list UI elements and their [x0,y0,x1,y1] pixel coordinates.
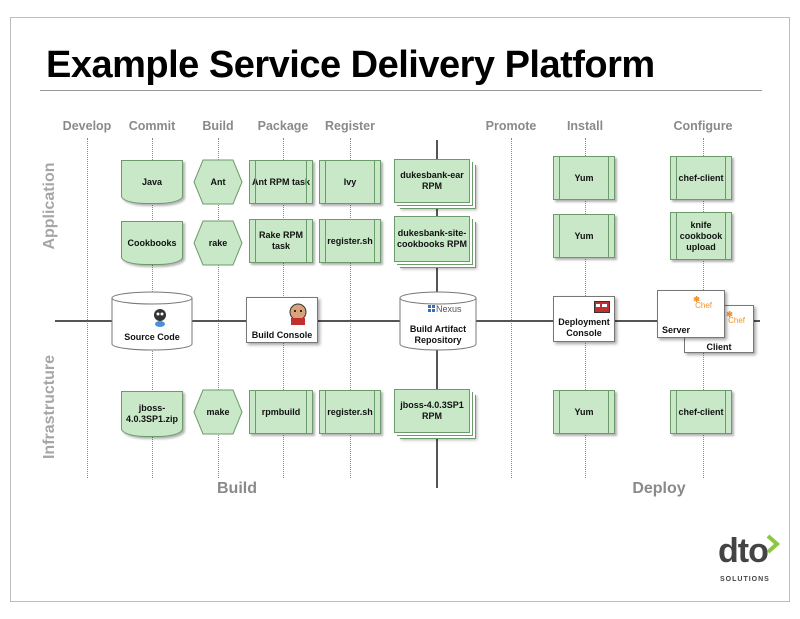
col-label-promote: Promote [485,119,537,133]
ant-node: Ant [193,159,243,205]
hex-shape [193,389,243,435]
build-console-label: Build Console [251,330,313,340]
rake-node: rake [193,220,243,266]
jboss-zip-node: jboss-4.0.3SP1.zip [121,391,183,437]
make-node: make [193,389,243,435]
artifact-repository: Nexus Build Artifact Repository [398,290,478,352]
hex-shape [193,159,243,205]
chef-icon-2: ✱ [726,310,733,319]
cylinder-shape [111,291,193,351]
column-divider [350,138,351,478]
yum-node-1: Yum [553,156,615,200]
github-octocat-icon [154,309,166,321]
chef-label-1: Chef [695,301,712,310]
chevron-right-icon [766,534,780,554]
chef-server-box: Chef ✱ Server [657,290,725,338]
nexus-label: Nexus [436,304,462,314]
cylinder-shape [399,291,477,351]
column-divider [87,138,88,478]
dukesbank-cookbooks-node: dukesbank-site-cookbooks RPM [394,216,470,262]
artifact-repository-label: Build Artifact Repository [409,324,467,345]
dukesbank-ear-node: dukesbank-ear RPM [394,159,470,203]
col-label-register: Register [324,119,376,133]
rake-label: rake [208,238,228,248]
row-label-infrastructure: Infrastructure [41,354,58,460]
register-node-2: register.sh [319,390,381,434]
hex-shape [193,220,243,266]
jenkins-icon [289,303,307,325]
ant-label: Ant [210,177,226,187]
col-label-build: Build [202,119,234,133]
client-label: Client [706,342,732,352]
col-label-package: Package [257,119,309,133]
build-console-node: Build Console [246,297,318,343]
chef-client-node-1: chef-client [670,156,732,200]
title-divider [40,90,762,91]
col-label-install: Install [566,119,604,133]
section-label-build: Build [217,480,257,497]
col-label-configure: Configure [673,119,733,133]
yum-node-3: Yum [553,390,615,434]
deployment-console-label: Deployment Console [558,317,610,338]
register-node-1: register.sh [319,219,381,263]
source-code-label: Source Code [124,332,180,342]
yum-node-2: Yum [553,214,615,258]
section-label-deploy: Deploy [632,480,686,497]
cookbooks-node: Cookbooks [121,221,183,265]
column-divider [511,138,512,478]
jboss-rpm-node: jboss-4.0.3SP1 RPM [394,389,470,433]
ant-rpm-node: Ant RPM task [249,160,313,204]
nexus-icon [428,305,431,308]
chef-client-node-2: chef-client [670,390,732,434]
company-logo: dto SOLUTIONS [718,532,780,592]
logo-wordmark: dto [718,532,769,570]
page-title: Example Service Delivery Platform [46,44,655,86]
knife-node: knife cookbook upload [670,212,732,260]
java-node: Java [121,160,183,204]
col-label-commit: Commit [128,119,176,133]
deployment-console-node: Deployment Console [553,296,615,342]
logo-tagline: SOLUTIONS [720,576,770,583]
console-icon [594,301,610,313]
column-divider [218,138,219,478]
ivy-node: Ivy [319,160,381,204]
rake-rpm-node: Rake RPM task [249,219,313,263]
chef-icon-1: ✱ [693,295,700,304]
server-label: Server [662,325,691,335]
chef-label-2: Chef [728,316,745,325]
col-label-develop: Develop [62,119,112,133]
make-label: make [206,407,230,417]
row-label-application: Application [41,162,58,250]
rpmbuild-node: rpmbuild [249,390,313,434]
source-code-repo: Source Code [110,290,194,352]
